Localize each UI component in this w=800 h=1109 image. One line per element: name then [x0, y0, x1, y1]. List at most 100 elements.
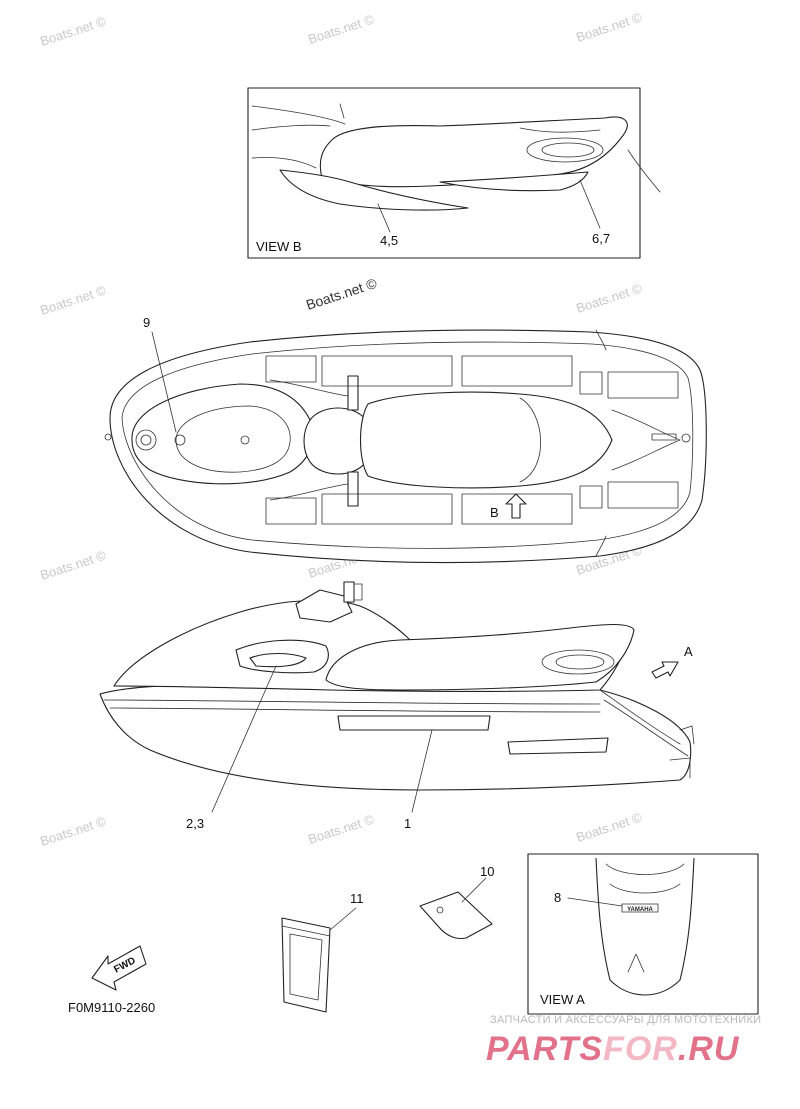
stern-pad	[579, 371, 603, 395]
watermark-text: Boats.net ©	[304, 275, 379, 313]
top-view-deck-line	[269, 483, 349, 501]
watermark-text: Boats.net ©	[38, 813, 108, 848]
stern-handle	[651, 433, 677, 441]
side-view-grip-end	[353, 583, 363, 601]
top-view-seat	[360, 391, 613, 489]
watermark-text: Boats.net ©	[306, 11, 376, 46]
view-b-deck-line	[251, 157, 317, 169]
part-11-pouch	[281, 917, 331, 1013]
view-a-title: VIEW A	[540, 992, 585, 1007]
view-b-seat-grip-inner	[541, 142, 595, 158]
stern-deck-pad	[607, 481, 679, 509]
top-view-seat-seam	[519, 397, 542, 483]
watermark-text: Boats.net ©	[306, 811, 376, 846]
view-b-deck-line	[339, 103, 345, 119]
watermark-text: Boats.net ©	[574, 280, 644, 315]
branding-name-part: FOR	[603, 1030, 678, 1068]
view-a-arrow-icon	[651, 661, 679, 679]
footwell-pad	[265, 355, 317, 383]
stern-pad	[579, 485, 603, 509]
view-b-deck-line	[251, 105, 346, 125]
hood-latch	[240, 435, 250, 445]
callout-10: 10	[480, 864, 494, 879]
side-view-grip	[343, 581, 355, 603]
side-view-handlebar	[295, 589, 353, 623]
leader-line-1	[411, 729, 433, 813]
view-b-seat-grip	[526, 137, 604, 163]
watermark-text: Boats.net ©	[574, 9, 644, 44]
side-view-seat-grip-inner	[555, 654, 605, 670]
callout-8: 8	[554, 890, 561, 905]
view-a-tow-eye	[627, 953, 645, 973]
filler-cap	[174, 434, 186, 446]
view-b-hull-line	[627, 149, 661, 193]
side-view-seat	[325, 624, 635, 691]
footwell-pad	[265, 497, 317, 525]
view-b-frame	[247, 87, 641, 259]
loose-parts: 10 11 FWD	[91, 864, 494, 1013]
footwell-pad	[321, 493, 453, 525]
stern-eye	[681, 433, 691, 443]
part-11-pouch-seam	[281, 925, 331, 937]
bow-eye	[104, 433, 112, 441]
decal-2-3	[249, 652, 307, 668]
left-grip	[347, 375, 359, 411]
leader-line-10	[461, 877, 487, 903]
callout-4-5: 4,5	[380, 233, 398, 248]
view-b-arrow-icon	[505, 493, 527, 519]
callout-6-7: 6,7	[592, 231, 610, 246]
top-view-hull-line	[595, 535, 607, 557]
yamaha-emblem-text: YAMAHA	[627, 907, 653, 913]
stern-detail	[611, 409, 681, 471]
decal-6-7	[439, 171, 589, 192]
view-b-direction-label: B	[490, 505, 499, 520]
rub-rail	[103, 699, 601, 705]
callout-1: 1	[404, 816, 411, 831]
part-10-hole	[436, 906, 444, 914]
bow-storage-cap-inner	[140, 434, 152, 446]
top-view-hull-line	[595, 329, 607, 351]
stern-tip	[679, 725, 695, 745]
leader-line-11	[329, 907, 357, 931]
watermark-text: Boats.net ©	[38, 13, 108, 48]
watermark-text: Boats.net ©	[574, 809, 644, 844]
callout-2-3: 2,3	[186, 816, 204, 831]
top-view-deck-line	[269, 379, 349, 397]
top-view: B 9	[104, 315, 707, 563]
view-a-panel: YAMAHA 8 VIEW A	[527, 853, 759, 1015]
footwell-pad	[321, 355, 453, 387]
branding-name-part: .RU	[678, 1030, 740, 1068]
view-b-panel: VIEW B 4,5 6,7	[247, 87, 661, 259]
leader-line-9	[151, 331, 177, 433]
right-grip	[347, 471, 359, 507]
footwell-pad	[461, 355, 573, 387]
branding-tagline: ЗАПЧАСТИ И АКСЕССУАРЫ ДЛЯ МОТОТЕХНИКИ	[490, 1014, 761, 1026]
leader-line-4-5	[377, 203, 391, 233]
bow-storage-cap	[135, 429, 157, 451]
side-view: 2,3 1 A	[99, 581, 695, 831]
branding-name-part: PARTS	[486, 1030, 603, 1068]
branding-logo-text: PARTSFOR.RU	[486, 1030, 740, 1068]
view-a-stern-top	[605, 863, 685, 875]
view-a-stern-body	[595, 857, 695, 996]
view-b-seat-seam	[519, 127, 601, 133]
view-a-stern-line	[609, 883, 681, 894]
leader-line-8	[567, 897, 623, 907]
view-a-frame	[527, 853, 759, 1015]
decal-1	[337, 715, 491, 731]
yamaha-emblem	[621, 903, 659, 913]
fwd-arrow-icon	[91, 945, 147, 991]
hull-decal-rear	[507, 737, 609, 755]
view-b-deck-line	[251, 124, 331, 131]
bow-hood-inner	[175, 405, 291, 473]
part-10-card	[419, 891, 493, 940]
view-b-title: VIEW B	[256, 239, 302, 254]
stern-line	[603, 699, 689, 757]
rub-rail	[109, 707, 601, 713]
side-view-seat-grip	[541, 649, 615, 675]
figure-code: F0M9110-2260	[68, 1000, 155, 1015]
leader-line-2-3	[211, 665, 277, 813]
callout-11: 11	[350, 891, 364, 906]
